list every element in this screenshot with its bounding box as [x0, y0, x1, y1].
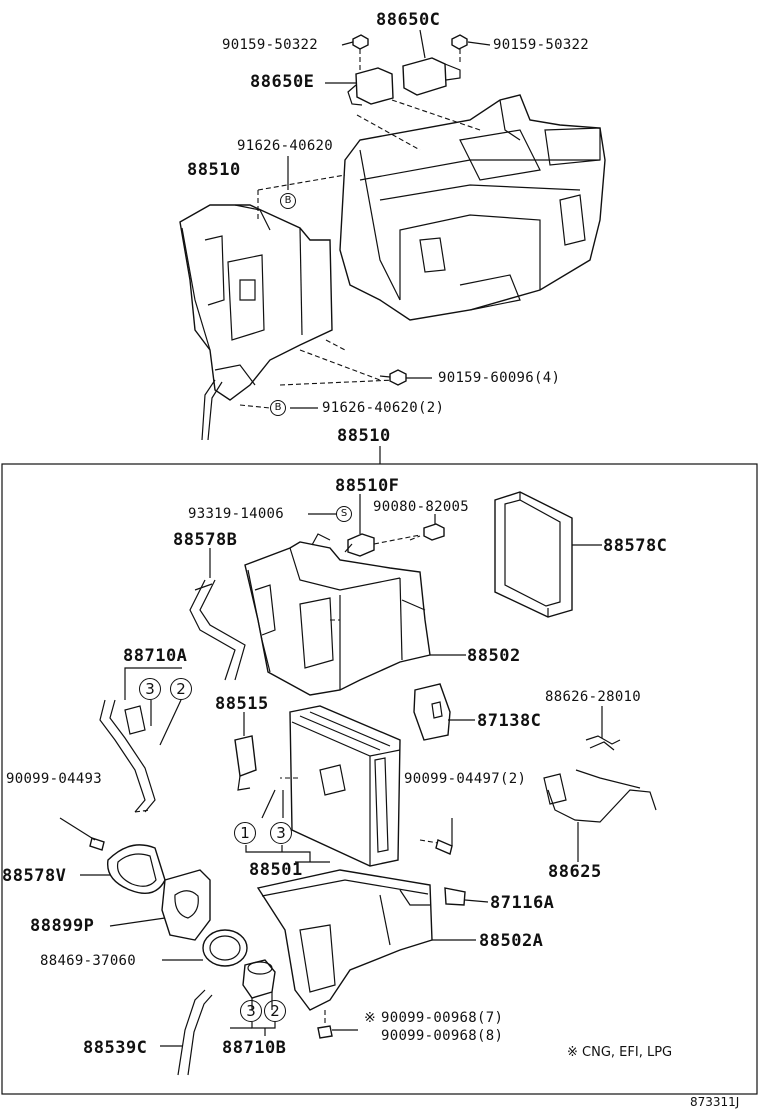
resistor-87138C [413, 683, 451, 741]
screw-90159-50322-left [352, 34, 369, 50]
resistor-88650C [402, 57, 461, 96]
screw-90099-04493 [89, 837, 105, 851]
screw-90099-04497 [435, 839, 453, 855]
screw-90099-00968 [317, 1010, 333, 1039]
label-93319-14006: 93319-14006 [188, 506, 285, 522]
note-mark: ※ [364, 1010, 377, 1026]
hose-88539C [177, 989, 213, 1076]
label-88502: 88502 [467, 646, 521, 666]
marker-1: 1 [234, 822, 256, 844]
label-90099-04493: 90099-04493 [6, 771, 103, 787]
marker-b-bottom: B [270, 400, 286, 416]
clip-88626-28010 [585, 735, 621, 751]
label-88510F: 88510F [335, 476, 400, 496]
label-91626-40620-2: 91626-40620(2) [322, 400, 445, 416]
label-88710B: 88710B [222, 1038, 287, 1058]
label-88502A: 88502A [479, 931, 544, 951]
label-90159-50322-right: 90159-50322 [493, 37, 590, 53]
ring-88469-37060 [202, 929, 248, 967]
ring-88578V [106, 844, 166, 894]
clip-87116A [444, 887, 466, 906]
note-cng-efi-lpg: ※ CNG, EFI, LPG [567, 1045, 673, 1060]
plate-88899P [161, 869, 211, 941]
gasket-88578C [494, 491, 573, 618]
marker-2-c: 2 [264, 1000, 286, 1022]
thermistor-88510F [344, 533, 375, 557]
screw-90159-60096 [379, 369, 407, 386]
marker-b-top: B [280, 193, 296, 209]
label-90099-00968-7: 90099-00968(7) [381, 1010, 504, 1026]
label-88578C: 88578C [603, 536, 668, 556]
label-88539C: 88539C [83, 1038, 148, 1058]
label-88650C: 88650C [376, 10, 441, 30]
cooling-unit-case-88502 [244, 533, 431, 696]
label-88501: 88501 [249, 860, 303, 880]
reference-number: 873311J [690, 1095, 740, 1109]
label-88578V: 88578V [2, 866, 67, 886]
label-91626-40620: 91626-40620 [237, 138, 334, 154]
label-88710A: 88710A [123, 646, 188, 666]
label-90159-50322-left: 90159-50322 [222, 37, 319, 53]
label-90099-00968-8: 90099-00968(8) [381, 1028, 504, 1044]
evaporator-88501 [289, 705, 401, 867]
bracket-88650E [347, 67, 394, 106]
harness-88625 [543, 769, 657, 823]
label-90159-60096: 90159-60096(4) [438, 370, 561, 386]
label-88510-mid: 88510 [337, 426, 391, 446]
cooling-unit-88510-top [179, 204, 333, 441]
clip-90080-82005 [423, 523, 445, 541]
label-88625: 88625 [548, 862, 602, 882]
pipe-88710A [99, 699, 156, 813]
marker-3-c: 3 [240, 1000, 262, 1022]
label-87116A: 87116A [490, 893, 555, 913]
sensor-88515 [234, 735, 257, 791]
screw-90159-50322-right [451, 34, 468, 50]
label-87138C: 87138C [477, 711, 542, 731]
label-88899P: 88899P [30, 916, 95, 936]
pipe-88578B [189, 579, 246, 681]
marker-2-a: 2 [170, 678, 192, 700]
label-88626-28010: 88626-28010 [545, 689, 642, 705]
marker-s: S [336, 506, 352, 522]
marker-3-a: 3 [139, 678, 161, 700]
label-88469-37060: 88469-37060 [40, 953, 137, 969]
lower-case-88502A [256, 869, 433, 1011]
label-88578B: 88578B [173, 530, 238, 550]
label-88510-top: 88510 [187, 160, 241, 180]
heater-housing [339, 94, 606, 321]
label-88515: 88515 [215, 694, 269, 714]
marker-3-b: 3 [270, 822, 292, 844]
fitting-88710B [242, 959, 276, 999]
label-90099-04497: 90099-04497(2) [404, 771, 527, 787]
label-90080-82005: 90080-82005 [373, 499, 470, 515]
label-88650E: 88650E [250, 72, 315, 92]
